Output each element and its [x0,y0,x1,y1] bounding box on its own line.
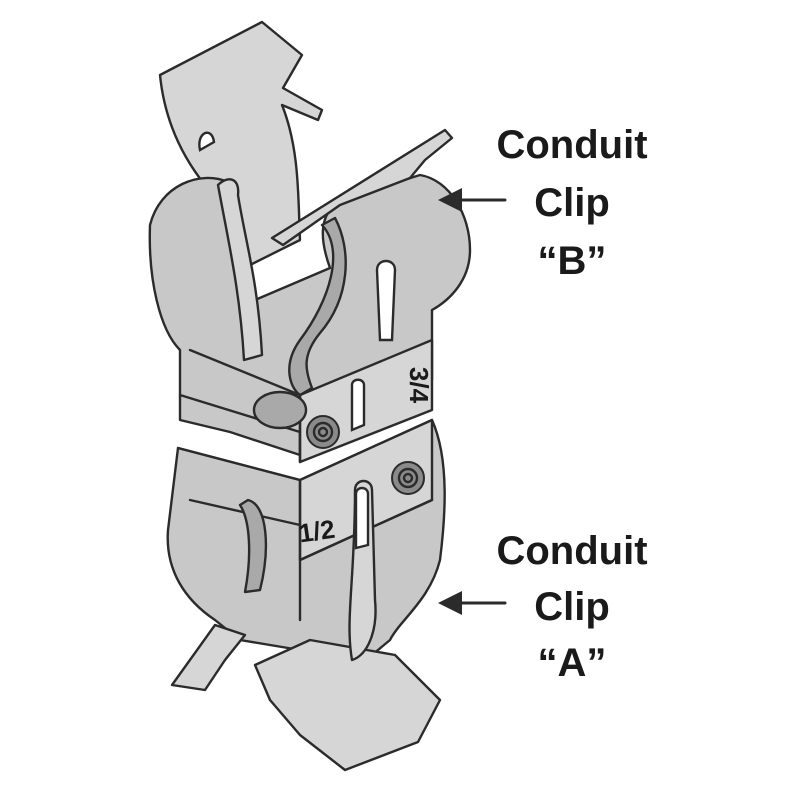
clip-b-mounting-hole [306,415,340,449]
callout-clip-a-line-3: “A” [538,641,607,685]
clip-b-angled-tab [270,128,454,247]
clip-a-left-strap [238,498,268,594]
clip-a-center-slot [354,486,370,550]
clip-a-size-mark: 1/2 [297,514,337,549]
callout-clip-a-line-2: Clip [534,585,610,629]
callout-clip-a-arrowhead [438,591,462,615]
callout-clip-a: Conduit Clip “A” [438,529,648,685]
clip-a-left-hook [170,623,247,692]
clip-b-size-mark: 3/4 [404,367,434,404]
conduit-clip-b-illustration: 3/4 [148,20,472,464]
callout-clip-a-line-1: Conduit [496,529,647,573]
callout-clip-b-line-2: Clip [534,181,610,225]
clip-b-right-slot [375,259,397,342]
clip-a-lower-hook [253,638,442,772]
callout-clip-b-line-3: “B” [538,239,607,283]
clip-b-front-slot [350,378,366,432]
callout-clip-b: Conduit Clip “B” [438,123,648,283]
clip-b-tongue-loop [252,390,308,430]
conduit-clip-a-illustration: 1/2 [166,418,446,772]
callout-clip-b-arrowhead [438,188,462,212]
callout-clip-b-line-1: Conduit [496,123,647,167]
clip-b-hook-slot [198,131,216,152]
clip-b-spring-tongue [288,216,347,397]
clip-a-mounting-hole [391,461,425,495]
clip-b-left-strap [216,178,264,362]
